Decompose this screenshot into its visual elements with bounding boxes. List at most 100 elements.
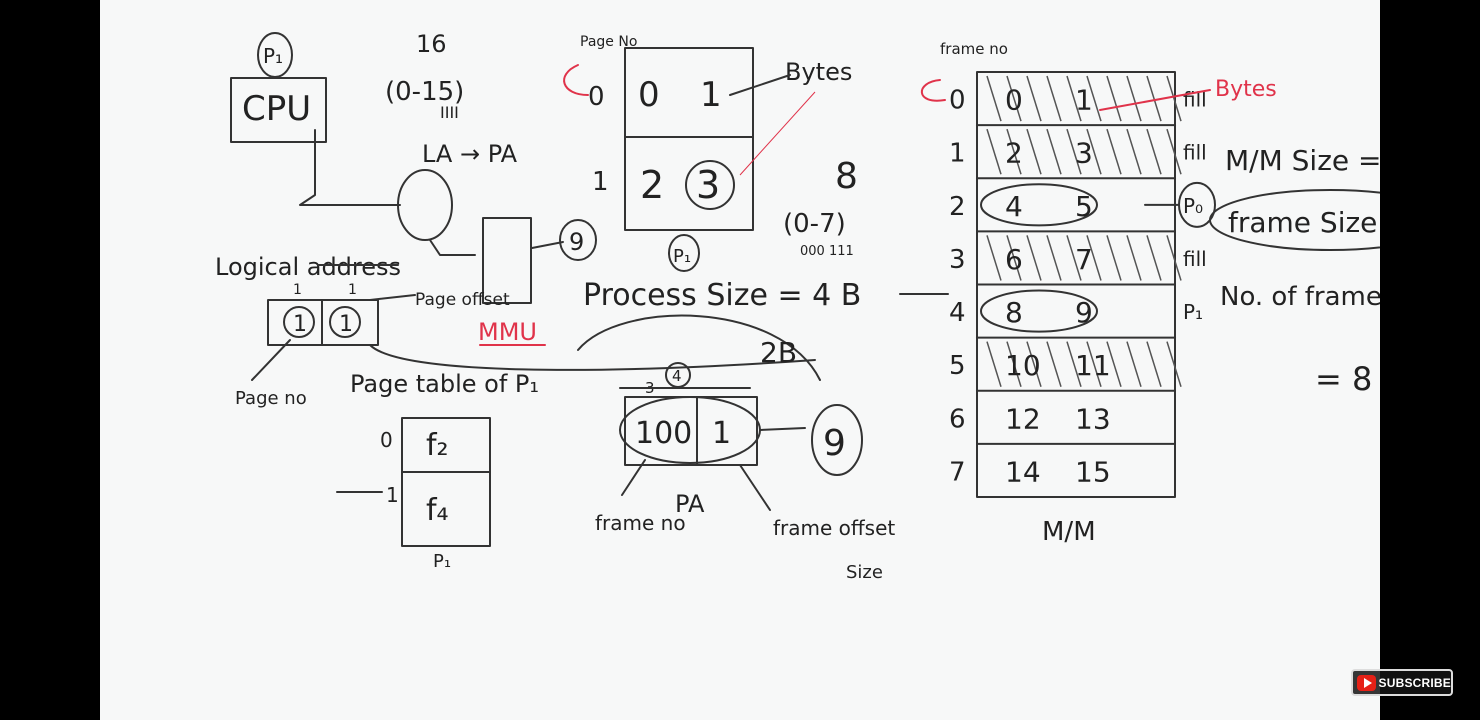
pa-size: Size [846,562,883,583]
memory-tag: fill [1183,141,1207,165]
process-pages-caption: P₁ [673,246,691,267]
memory-hatch [986,341,1002,387]
memory-hatch [1026,75,1042,122]
memory-hatch [1046,75,1062,122]
memory-byte-a: 8 [1005,296,1023,329]
memory-hatch [1046,341,1062,387]
memory-hatch [986,128,1002,175]
process-byte-3-circle [685,160,735,210]
play-icon [1357,674,1376,691]
page-no-label: Page no [235,388,307,409]
page-table-section: Page table of P₁ 0 f₂ 1 f₄ P₁ [336,370,539,572]
memory-frame-index: 0 [949,86,966,116]
memory-byte-b: 13 [1075,402,1111,435]
page-table-index-0: 0 [380,428,393,452]
page-no-arrow [251,339,291,381]
memory-byte-a: 2 [1005,137,1023,170]
mmu-box [482,217,532,304]
memory-hatch [1166,75,1182,122]
memory-hatch [1026,341,1042,387]
memory-hatch [1066,75,1082,122]
cpu-section: P₁ CPU 16 (0-15) IIII LA → PA [230,30,518,206]
pa-bits-total: 4 [672,367,682,385]
memory-frame-ellipse [980,183,1098,227]
pa-frame-bits: 100 [635,416,692,451]
logical-address-section: Logical address 1 1 1 1 Page offset Page… [215,253,816,409]
addr-bits: 16 [416,30,447,58]
process-byte-1: 1 [700,75,722,115]
memory-byte-b: 7 [1075,243,1093,276]
memory-hatch [1166,235,1182,281]
frames-count-section: 8 (0-7) 000 111 Process Size = 4 B 2B [577,156,861,381]
cpu-arrow [299,129,401,206]
memory-frame-index: 7 [949,457,966,487]
memory-frame-index: 3 [949,245,966,275]
page-no-red-arrow [563,64,589,96]
memory-hatch [1086,75,1102,122]
page-table-caption: P₁ [433,551,451,572]
mmu-result: 9 [569,228,584,256]
la-bit-1: 1 [293,282,302,298]
memory-hatch [1006,341,1022,387]
memory-frame-index: 1 [949,139,966,169]
memory-header: frame no [940,40,1008,58]
memory-hatch [1126,128,1142,175]
pa-result-circle [811,404,863,476]
memory-hatch [1046,235,1062,281]
mm-size-label: M/M Size = [1225,144,1380,177]
memory-byte-a: 14 [1005,455,1041,488]
process-bytes-arrow [729,74,791,96]
memory-byte-b: 15 [1075,455,1111,488]
page-table-frame-0: f₂ [426,428,449,463]
frame-offset-arrow [739,464,771,511]
frames-range: (0-7) [783,209,846,239]
memory-hatch [1066,128,1082,175]
memory-frame-ellipse [980,289,1098,333]
memory-frame-index: 6 [949,404,966,434]
memory-byte-a: 6 [1005,243,1023,276]
process-caption-circle [668,234,700,272]
memory-hatch [1106,341,1122,387]
memory-hatch [1166,341,1182,387]
memory-byte-a: 4 [1005,190,1023,223]
la-bit-2: 1 [348,282,357,298]
frames-count: 8 [835,156,858,197]
memory-hatch [1106,75,1122,122]
memory-hatch [1006,235,1022,281]
memory-hatch [1086,341,1102,387]
logical-address-label: Logical address [215,253,401,281]
memory-hatch [1146,341,1162,387]
addr-range: (0-15) [385,77,464,107]
mmu-result-circle [559,219,597,261]
page-table-index-1: 1 [386,483,399,507]
process-bytes-label: Bytes [785,58,852,86]
mmu-circle [397,169,453,241]
pa-offset-bit: 1 [712,416,731,451]
memory-frame-index: 5 [949,351,966,381]
memory-byte-a: 10 [1005,349,1041,382]
page-table-frame-1: f₄ [426,493,449,528]
subscribe-button[interactable]: SUBSCRIBE [1351,669,1453,696]
whiteboard: P₁ CPU 16 (0-15) IIII LA → PA 9 MMU [100,0,1380,720]
memory-hatch [1006,128,1022,175]
memory-hatch [1026,235,1042,281]
memory-hatch [1006,75,1022,122]
memory-hatch [1086,235,1102,281]
physical-address-section: 3 4 100 1 9 PA frame no frame offset Siz… [595,362,895,583]
la-cell-1: 1 [293,312,307,337]
cpu-label: CPU [242,89,311,129]
memory-hatch [1146,128,1162,175]
memory-hatch [986,235,1002,281]
la-cell-1-circle [283,306,315,338]
memory-hatch [1086,128,1102,175]
process-byte-3: 3 [696,163,720,207]
memory-caption: M/M [1042,517,1096,547]
process-page-1: 1 [592,167,609,197]
pa-frame-offset: frame offset [773,516,895,540]
offset-curve [369,344,816,371]
memory-hatch [1126,341,1142,387]
process-page-0: 0 [588,82,605,112]
